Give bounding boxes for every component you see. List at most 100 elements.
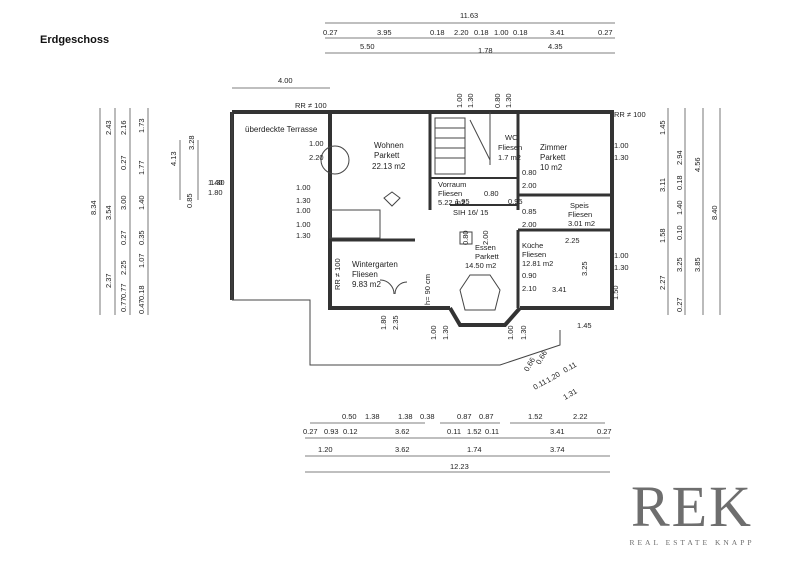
dim-label: 1.00 (309, 139, 324, 148)
dim-label: 1.45 (577, 321, 592, 330)
dim-label: 0.77 (119, 297, 128, 312)
dim-label: 0.80 (484, 189, 499, 198)
dim-label: 1.30 (614, 153, 629, 162)
dim-label: 1.00 (296, 183, 311, 192)
walls (230, 110, 614, 366)
dim-label: 0.27 (119, 230, 128, 245)
room-labels: überdeckte Terrasse Wohnen Parkett 22.13… (245, 125, 595, 289)
room-zimmer-floor: Parkett (540, 153, 566, 162)
dim-label: 0.12 (343, 427, 358, 436)
dim-label: 1.40 (137, 195, 146, 210)
dim-label: 0.80 (522, 168, 537, 177)
dim-label: 1.00 (614, 141, 629, 150)
misc-labels: RR ≠ 100 RR ≠ 100 RR ≠ 100 SIH 16/ 15 h=… (295, 101, 646, 305)
dim-label: 1.58 (658, 228, 667, 243)
dim-label: 2.16 (119, 120, 128, 135)
dim-label: 4.56 (693, 157, 702, 172)
right-dimensions: 1.45 2.94 0.18 1.40 0.10 3.25 0.27 3.11 … (658, 108, 721, 315)
dim-label: 3.25 (580, 261, 589, 276)
dim-label: 0.93 (324, 427, 339, 436)
dim-label: 0.10 (675, 225, 684, 240)
dim-label: 1.50 (611, 285, 620, 300)
dim-label: 3.41 (550, 427, 565, 436)
room-speis-name: Speis (570, 201, 589, 210)
dim-label: 4.00 (278, 76, 293, 85)
dim-label: 0.27 (675, 297, 684, 312)
dim-label: 1.45 (658, 120, 667, 135)
dim-label: 0.80 (461, 230, 470, 245)
height-label: h= 90 cm (423, 274, 432, 305)
dim-label: 0.11 (447, 427, 461, 436)
dim-label: 4.13 (169, 151, 178, 166)
room-wc-area: 1.7 m2 (498, 153, 521, 162)
dim-label: 1.30 (466, 93, 475, 108)
room-zimmer-name: Zimmer (540, 143, 567, 152)
dim-label: 2.27 (658, 275, 667, 290)
dim-label: 3.62 (395, 445, 410, 454)
logo-text: REK (631, 474, 753, 539)
room-zimmer-area: 10 m2 (540, 163, 563, 172)
dim-label: 1.52 (528, 412, 543, 421)
dim-label: 1.30 (504, 93, 513, 108)
left-dimensions: 8.34 2.43 3.54 2.37 2.16 0.27 3.00 0.27 … (89, 108, 223, 315)
dim-label: 2.43 (104, 120, 113, 135)
dim-label: 1.31 (562, 387, 579, 402)
dim-label: 2.00 (481, 230, 490, 245)
dim-label: 3.41 (552, 285, 567, 294)
room-wc-name: WC (505, 133, 518, 142)
dim-label: 2.22 (573, 412, 588, 421)
dim-label: 8.40 (710, 205, 719, 220)
dim-label: 0.47 (137, 299, 146, 314)
room-vorraum-floor: Fliesen (438, 189, 462, 198)
dim-label: 0.87 (479, 412, 494, 421)
dim-label: 0.18 (474, 28, 489, 37)
room-wintergarten-name: Wintergarten (352, 260, 398, 269)
room-wohnen-name: Wohnen (374, 141, 404, 150)
sih-label: SIH 16/ 15 (453, 208, 488, 217)
room-wintergarten-floor: Fliesen (352, 270, 378, 279)
dim-label: 1.00 (296, 220, 311, 229)
dim-label: 1.40 (208, 178, 223, 187)
dim-label: 0.11 (562, 360, 579, 375)
dim-label: 2.25 (119, 260, 128, 275)
rr-label: RR ≠ 100 (333, 258, 342, 290)
dim-label: 1.52 (467, 427, 482, 436)
dim-label: 2.20 (454, 28, 469, 37)
dim-label: 1.73 (137, 118, 146, 133)
page-title: Erdgeschoss (40, 34, 110, 46)
dim-label: 0.85 (185, 193, 194, 208)
dim-label: 4.35 (548, 42, 563, 51)
dim-label: 0.18 (675, 175, 684, 190)
dim-label: 0.27 (597, 427, 612, 436)
dim-label: 1.80 (379, 315, 388, 330)
room-vorraum-area: 5.22 m2 (438, 198, 465, 207)
dim-label: 1.77 (137, 160, 146, 175)
dim-label: 1.38 (365, 412, 380, 421)
dim-label: 3.11 (658, 178, 667, 192)
room-vorraum-name: Vorraum (438, 180, 466, 189)
dim-label: 1.20 (545, 370, 562, 385)
dim-total-bottom: 12.23 (450, 462, 469, 471)
room-wohnen-area: 22.13 m2 (372, 162, 406, 171)
dim-label: 2.25 (565, 236, 580, 245)
opening-dimensions: 1.00 2.20 1.00 1.30 1.00 1.30 1.00 1.30 … (210, 93, 629, 340)
room-essen-floor: Parkett (475, 252, 500, 261)
dim-label: 5.50 (360, 42, 375, 51)
dim-label: 1.00 (506, 325, 515, 340)
dim-label: 0.18 (513, 28, 528, 37)
dim-label: 0.87 (457, 412, 472, 421)
room-speis-area: 3.01 m2 (568, 219, 595, 228)
dim-label: 0.50 (342, 412, 357, 421)
dim-label: 1.30 (296, 231, 311, 240)
dim-label: 1.40 (675, 200, 684, 215)
top-dimensions: 11.63 0.27 3.95 0.18 2.20 0.18 1.00 0.18… (232, 11, 615, 89)
dim-label: 2.20 (309, 153, 324, 162)
dim-label: 2.94 (675, 150, 684, 165)
dim-label: 0.80 (493, 93, 502, 108)
dim-total-top: 11.63 (460, 11, 478, 20)
room-wintergarten-area: 9.83 m2 (352, 280, 381, 289)
dim-label: 1.00 (494, 28, 509, 37)
dim-label: 1.30 (519, 325, 528, 340)
dim-label: 1.00 (455, 93, 464, 108)
